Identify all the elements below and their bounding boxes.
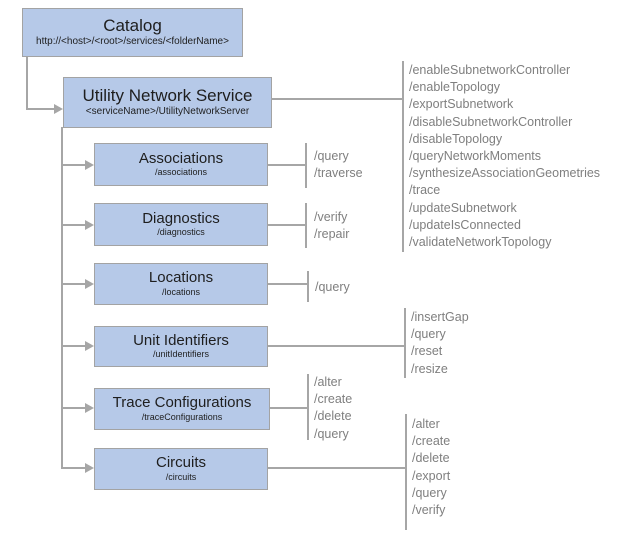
operation-label: /query [411, 327, 446, 342]
node-catalog-title: Catalog [103, 16, 162, 36]
ops-list-service: /enableSubnetworkController/enableTopolo… [409, 62, 600, 251]
node-associations: Associations /associations [94, 143, 268, 186]
operation-label: /updateSubnetwork [409, 200, 517, 215]
node-service-path: <serviceName>/UtilityNetworkServer [85, 105, 250, 117]
node-trace-configurations-title: Trace Configurations [112, 394, 252, 412]
ops-list-circuits: /alter/create/delete/export/query/verify [412, 416, 450, 519]
connector-circuits-ops [268, 467, 405, 469]
ops-list-unit-identifiers: /insertGap/query/reset/resize [411, 309, 469, 378]
operation-label: /export [412, 468, 451, 483]
branch-locations [61, 283, 86, 285]
branch-diagnostics [61, 224, 86, 226]
node-diagnostics-title: Diagnostics [142, 209, 220, 227]
connector-trace-configurations-ops [270, 407, 307, 409]
operation-label: /resize [411, 361, 448, 376]
arrowhead-circuits-icon [85, 463, 94, 473]
operation-label: /updateIsConnected [409, 217, 521, 232]
connector-diagnostics-ops [268, 224, 305, 226]
operation-label: /create [412, 434, 451, 449]
operation-label: /enableTopology [409, 80, 501, 95]
connector-trunk [61, 127, 63, 469]
operation-label: /query [314, 149, 349, 163]
node-locations: Locations /locations [94, 263, 268, 305]
operation-label: /query [315, 280, 350, 294]
ops-bracket-diagnostics [305, 203, 307, 248]
arrowhead-associations-icon [85, 160, 94, 170]
connector-catalog-to-service [26, 108, 55, 110]
node-trace-configurations: Trace Configurations /traceConfiguration… [94, 388, 270, 430]
node-circuits-title: Circuits [155, 454, 206, 472]
ops-bracket-unit-identifiers [404, 308, 406, 378]
arrowhead-trace-configurations-icon [85, 403, 94, 413]
node-circuits: Circuits /circuits [94, 448, 268, 490]
operation-label: /trace [409, 183, 441, 198]
connector-catalog-drop [26, 57, 28, 110]
operation-label: /delete [412, 451, 450, 466]
operation-label: /disableSubnetworkController [409, 114, 573, 129]
node-service-title: Utility Network Service [82, 86, 253, 106]
branch-unit-identifiers [61, 345, 86, 347]
arrowhead-unit-identifiers-icon [85, 341, 94, 351]
ops-bracket-associations [305, 143, 307, 188]
node-unit-identifiers-path: /unitIdentifiers [152, 349, 210, 360]
node-circuits-path: /circuits [165, 471, 197, 482]
ops-bracket-trace-configurations [307, 374, 309, 440]
operation-label: /insertGap [411, 310, 469, 324]
ops-list-trace-configurations: /alter/create/delete/query [314, 374, 352, 443]
operation-label: /traverse [314, 166, 363, 181]
operation-label: /delete [314, 409, 352, 424]
operation-label: /exportSubnetwork [409, 97, 514, 112]
operation-label: /repair [314, 227, 350, 242]
operation-label: /alter [412, 417, 440, 431]
operation-label: /disableTopology [409, 131, 503, 146]
node-associations-title: Associations [138, 149, 224, 167]
branch-associations [61, 164, 86, 166]
node-catalog-path: http://<host>/<root>/services/<folderNam… [36, 35, 229, 47]
operation-label: /verify [314, 210, 348, 224]
ops-list-associations: /query/traverse [314, 148, 363, 182]
node-locations-path: /locations [161, 286, 201, 297]
node-trace-configurations-path: /traceConfigurations [141, 411, 223, 422]
connector-locations-ops [268, 283, 307, 285]
node-unit-identifiers: Unit Identifiers /unitIdentifiers [94, 326, 268, 367]
operation-label: /query [412, 485, 447, 500]
node-unit-identifiers-title: Unit Identifiers [133, 331, 229, 349]
ops-bracket-locations [307, 271, 309, 302]
operation-label: /create [314, 392, 353, 407]
branch-trace-configurations [61, 407, 86, 409]
connector-associations-ops [268, 164, 305, 166]
operation-label: /queryNetworkMoments [409, 149, 541, 164]
ops-bracket-circuits [405, 414, 407, 530]
connector-service-ops [271, 98, 402, 100]
arrowhead-service-icon [54, 104, 63, 114]
operation-label: /synthesizeAssociationGeometries [409, 166, 601, 181]
operation-label: /enableSubnetworkController [409, 63, 571, 77]
ops-list-locations: /query [315, 279, 350, 296]
operation-label: /alter [314, 375, 342, 389]
branch-circuits [61, 467, 86, 469]
arrowhead-diagnostics-icon [85, 220, 94, 230]
ops-bracket-service [402, 61, 404, 252]
node-utility-network-service: Utility Network Service <serviceName>/Ut… [63, 77, 272, 128]
node-locations-title: Locations [148, 269, 214, 287]
ops-list-diagnostics: /verify/repair [314, 209, 349, 243]
node-catalog: Catalog http://<host>/<root>/services/<f… [22, 8, 243, 57]
operation-label: /reset [411, 344, 443, 359]
operation-label: /validateNetworkTopology [409, 235, 552, 250]
connector-unit-identifiers-ops [268, 345, 404, 347]
node-diagnostics: Diagnostics /diagnostics [94, 203, 268, 246]
operation-label: /verify [412, 503, 446, 518]
arrowhead-locations-icon [85, 279, 94, 289]
operation-label: /query [314, 426, 349, 441]
node-diagnostics-path: /diagnostics [157, 227, 205, 238]
node-associations-path: /associations [154, 167, 208, 178]
